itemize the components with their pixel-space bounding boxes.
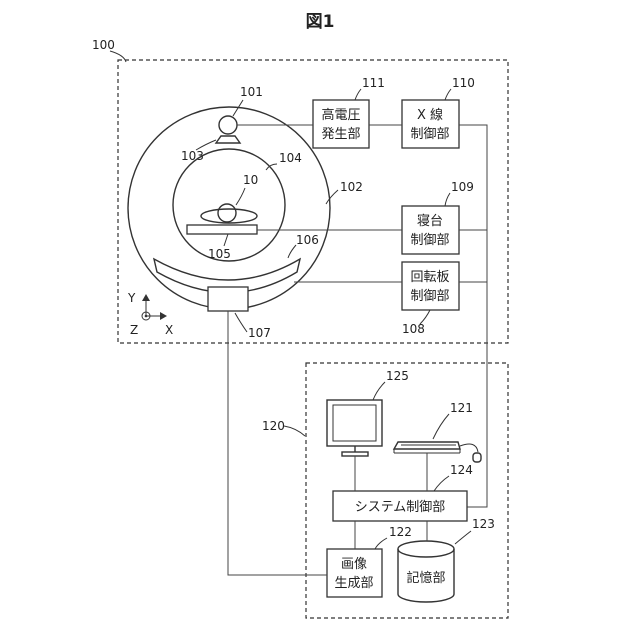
label-105: 105	[208, 247, 231, 261]
system-controller-label: システム制御部	[355, 500, 446, 515]
label-125: 125	[386, 369, 409, 383]
label-109: 109	[451, 180, 474, 194]
label-108: 108	[402, 322, 425, 336]
label-103: 103	[181, 149, 204, 163]
daq-box	[208, 287, 248, 311]
label-122: 122	[389, 525, 412, 539]
wire-daq-imagegen	[228, 311, 327, 575]
leader-108	[420, 310, 430, 324]
subject-body-icon	[201, 209, 257, 223]
leader-102	[326, 190, 338, 204]
label-102: 102	[340, 180, 363, 194]
image-generator-line2: 生成部	[334, 576, 373, 591]
label-101: 101	[240, 85, 263, 99]
hv-generator-line1: 高電圧	[321, 107, 360, 123]
axis-indicator	[142, 294, 167, 320]
bore-circle	[173, 149, 285, 261]
mouse-icon	[460, 444, 481, 462]
leader-107	[235, 313, 247, 332]
leader-111	[355, 89, 361, 100]
leader-109	[445, 193, 450, 206]
axis-z-label: Z	[130, 323, 138, 337]
leader-123	[455, 531, 471, 544]
label-121: 121	[450, 401, 473, 415]
gantry-ring	[128, 107, 330, 309]
leader-124	[434, 476, 449, 491]
label-124: 124	[450, 463, 473, 477]
leader-120	[284, 426, 305, 436]
leader-110	[445, 89, 451, 100]
label-106: 106	[296, 233, 319, 247]
monitor-icon	[327, 400, 382, 456]
keyboard-icon	[394, 442, 460, 453]
label-107: 107	[248, 326, 271, 340]
figure-title: 図1	[306, 12, 335, 32]
leader-125	[373, 382, 385, 400]
xray-controller-line2: 制御部	[410, 127, 449, 142]
label-123: 123	[472, 517, 495, 531]
axis-y-label: Y	[127, 291, 136, 305]
label-120: 120	[262, 419, 285, 433]
storage-label: 記憶部	[406, 570, 445, 586]
rotation-controller-line1: 回転板	[410, 270, 449, 285]
leader-121	[433, 414, 449, 439]
xray-tube-icon	[219, 116, 237, 134]
label-104: 104	[279, 151, 302, 165]
label-10: 10	[243, 173, 258, 187]
couch-controller-line1: 寝台	[417, 213, 443, 229]
couch-controller-line2: 制御部	[410, 233, 449, 248]
collimator-icon	[216, 136, 240, 143]
leader-106	[288, 245, 296, 258]
label-110: 110	[452, 76, 475, 90]
leader-103	[196, 140, 216, 150]
hv-generator-line2: 発生部	[321, 127, 360, 142]
leader-105	[224, 234, 228, 246]
couch-top	[187, 225, 257, 234]
rotation-controller-line2: 制御部	[410, 289, 449, 304]
leader-122	[375, 538, 387, 549]
label-111: 111	[362, 76, 385, 90]
subject-head-icon	[218, 204, 236, 222]
xray-controller-line1: X 線	[417, 107, 443, 123]
leader-10	[236, 188, 245, 205]
image-generator-line1: 画像	[341, 557, 367, 572]
axis-x-label: X	[165, 323, 173, 337]
label-100: 100	[92, 38, 115, 52]
